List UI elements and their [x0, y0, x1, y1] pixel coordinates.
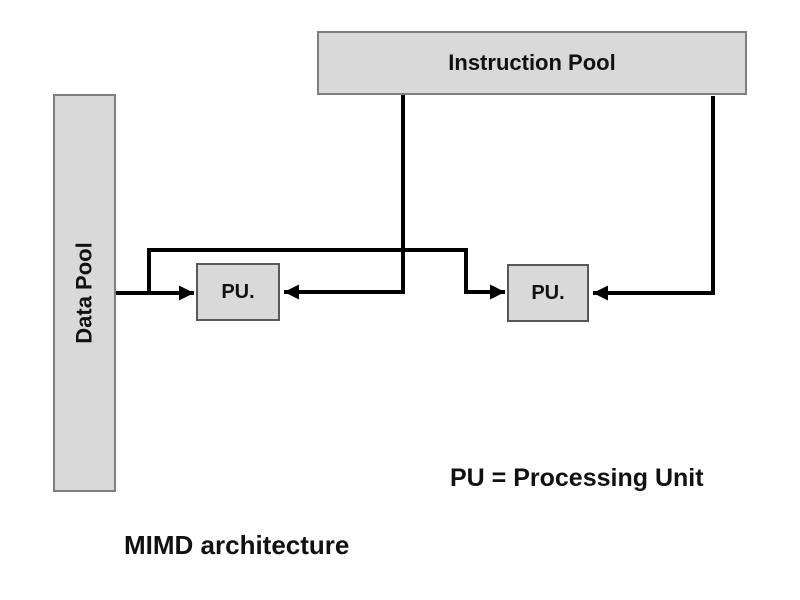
diagram-title: MIMD architecture: [124, 530, 350, 560]
connector-instruction-to-pu1: [284, 95, 405, 300]
data-pool-box: Data Pool: [53, 94, 116, 492]
connector-data-to-pu2: [147, 248, 505, 300]
processing-unit-1-box: PU.: [196, 263, 280, 321]
pu-legend-text: PU = Processing Unit: [450, 464, 704, 492]
instruction-pool-box: Instruction Pool: [317, 31, 747, 95]
data-pool-label: Data Pool: [71, 242, 97, 344]
instruction-pool-label: Instruction Pool: [448, 50, 616, 75]
processing-unit-2-label: PU.: [531, 281, 565, 304]
processing-unit-2-box: PU.: [507, 264, 589, 322]
processing-unit-1-label: PU.: [221, 280, 255, 303]
connector-instruction-to-pu2: [593, 96, 715, 301]
